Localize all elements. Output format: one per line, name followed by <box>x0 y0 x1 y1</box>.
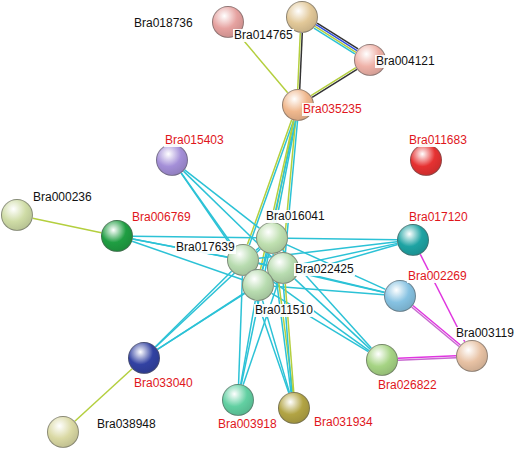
edge-line <box>239 276 243 384</box>
protein-node: Bra014765 <box>286 1 318 33</box>
edge-line <box>315 26 356 52</box>
interaction-edge <box>238 34 287 93</box>
node-label: Bra000236 <box>32 191 93 204</box>
interaction-edge <box>287 245 386 290</box>
interaction-edge <box>33 218 102 232</box>
node-label: Bra015403 <box>164 134 225 147</box>
interaction-edge <box>298 33 303 89</box>
protein-node: Bra002269 <box>384 280 416 312</box>
interaction-edge <box>75 369 132 421</box>
interaction-edge <box>299 243 398 264</box>
edge-line <box>311 68 356 96</box>
protein-node: Bra011510 <box>242 269 274 301</box>
edge-line <box>413 305 460 345</box>
edge-line <box>285 284 293 392</box>
protein-node: Bra000236 <box>1 199 33 231</box>
edge-line <box>33 218 102 232</box>
interaction-edge <box>133 236 256 238</box>
protein-node: Bra033040 <box>128 342 160 374</box>
edge-line <box>288 238 397 240</box>
edge-line <box>75 369 132 421</box>
node-label: Bra035235 <box>302 103 363 116</box>
protein-node: Bra011683 <box>410 144 442 176</box>
protein-node: Bra026822 <box>366 344 398 376</box>
edge-line <box>316 25 357 51</box>
node-label: Bra011510 <box>254 304 314 317</box>
node-label: Bra017639 <box>175 241 236 254</box>
node-label: Bra033040 <box>133 377 194 390</box>
protein-node: Bra004121 <box>354 44 386 76</box>
protein-node: Bra003119 <box>456 340 488 372</box>
edge-line <box>398 358 456 361</box>
protein-node: Bra031934 <box>278 392 310 424</box>
edge-line <box>287 245 386 290</box>
interaction-edge <box>157 294 244 350</box>
node-label: Bra022425 <box>294 263 355 276</box>
edge-line <box>314 28 355 54</box>
edge-line <box>412 307 459 347</box>
protein-node: Bra015403 <box>156 144 188 176</box>
node-label: Bra026822 <box>377 379 438 392</box>
edge-line <box>133 236 256 238</box>
node-label: Bra031934 <box>313 416 374 429</box>
node-label: Bra011683 <box>408 134 468 147</box>
interaction-edge <box>412 305 461 346</box>
protein-node: Bra003918 <box>222 384 254 416</box>
interaction-edge <box>314 23 358 54</box>
interaction-edge <box>239 276 243 384</box>
edge-line <box>317 23 358 49</box>
protein-node: Bra006769 <box>101 220 133 252</box>
interaction-edge <box>398 356 456 361</box>
edge-line <box>299 243 398 264</box>
edge-line <box>238 34 287 93</box>
node-label: Bra003918 <box>217 418 278 431</box>
edge-line <box>298 33 301 89</box>
node-label: Bra014765 <box>233 29 294 42</box>
node-label: Bra004121 <box>375 55 436 68</box>
interaction-edge <box>288 238 397 240</box>
edge-line <box>157 294 244 350</box>
node-label: Bra006769 <box>131 211 192 224</box>
edge-line <box>185 170 260 228</box>
node-label: Bra018736 <box>133 17 194 30</box>
node-label: Bra038948 <box>96 418 157 431</box>
interaction-edge <box>311 68 357 98</box>
protein-node: Bra038948 <box>47 416 79 448</box>
interaction-edge <box>185 170 260 228</box>
node-label: Bra017120 <box>408 211 469 224</box>
protein-node: Bra016041 <box>256 222 288 254</box>
protein-node: Bra035235 <box>282 89 314 121</box>
protein-node: Bra017120 <box>397 224 429 256</box>
node-label: Bra002269 <box>407 270 468 283</box>
edge-line <box>312 69 357 97</box>
node-label: Bra003119 <box>455 327 515 340</box>
node-label: Bra016041 <box>265 210 326 223</box>
